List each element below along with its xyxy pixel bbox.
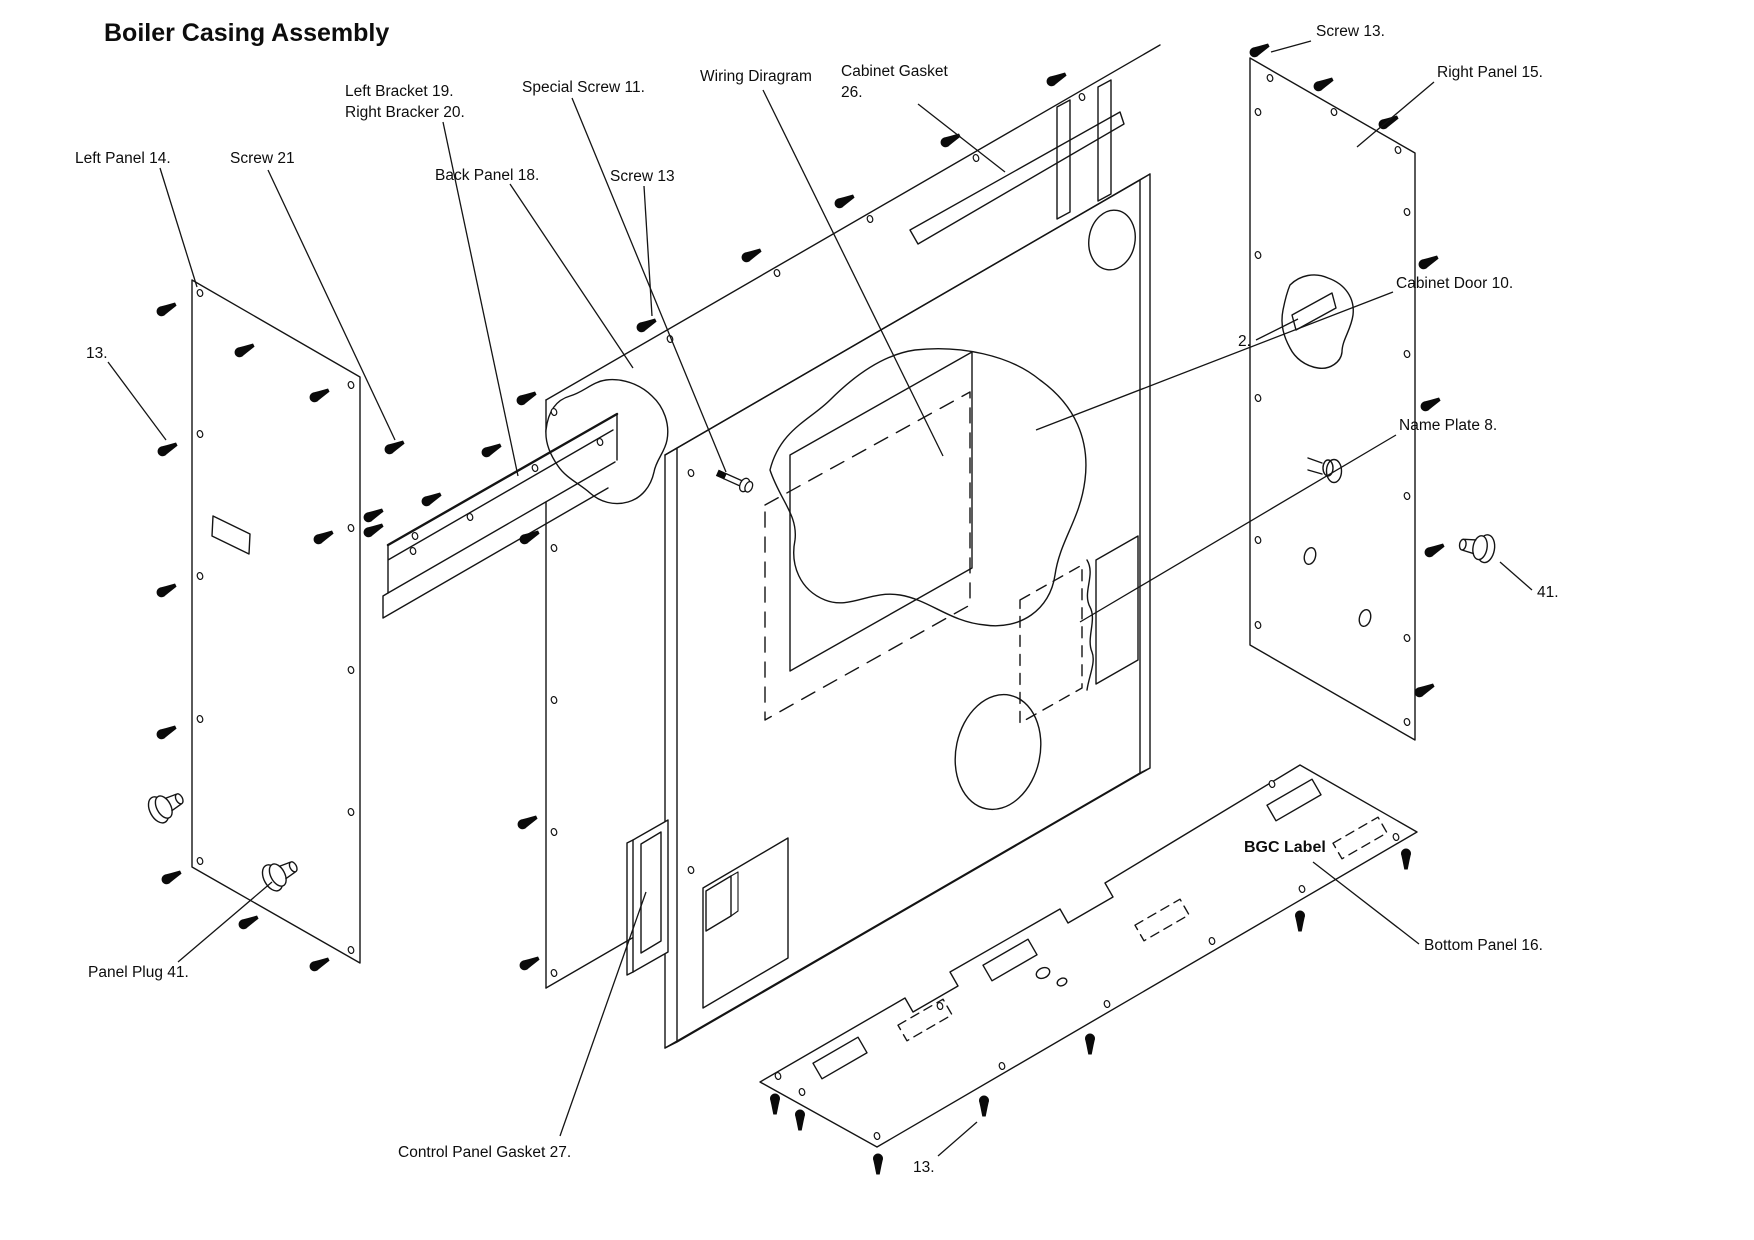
label-41: 41.: [1537, 584, 1559, 601]
label-wiring-diagram: Wiring Diragram: [700, 68, 812, 85]
label-cabinet-door: Cabinet Door 10.: [1396, 275, 1513, 292]
label-cabinet-gasket-1: Cabinet Gasket: [841, 63, 949, 80]
label-13-bottom: 13.: [913, 1159, 935, 1176]
right-panel: [1249, 57, 1416, 741]
label-right-panel: Right Panel 15.: [1437, 64, 1543, 81]
label-bgc: BGC Label: [1244, 839, 1326, 856]
control-panel-gasket: [626, 819, 669, 976]
label-bottom-panel: Bottom Panel 16.: [1424, 937, 1543, 954]
wiring-diagram-blob: [769, 348, 1087, 627]
mounting-bracket: [382, 412, 619, 619]
control-panel-opening: [702, 837, 789, 1009]
label-panel-plug: Panel Plug 41.: [88, 964, 189, 981]
labels: Boiler Casing Assembly Left Panel 14. Sc…: [75, 19, 1559, 1176]
label-right-bracket: Right Bracker 20.: [345, 104, 465, 121]
label-left-bracket: Left Bracket 19.: [345, 83, 454, 100]
label-screw-21: Screw 21: [230, 150, 295, 167]
cabinet-gasket: [909, 79, 1125, 245]
label-screw-13-top: Screw 13.: [1316, 23, 1385, 40]
label-control-panel-gasket: Control Panel Gasket 27.: [398, 1144, 571, 1161]
bottom-panel: [759, 764, 1418, 1148]
label-2: 2.: [1238, 333, 1251, 350]
label-13-left: 13.: [86, 345, 108, 362]
panel-grommet: [1307, 457, 1343, 484]
label-special-screw: Special Screw 11.: [522, 79, 645, 96]
label-screw-13-mid: Screw 13: [610, 168, 675, 185]
leader-lines: [107, 40, 1533, 1157]
left-panel: [191, 279, 361, 964]
wiring-diagram-sheet: [789, 351, 973, 672]
back-panel-break: [545, 378, 669, 505]
panel-cutout-2: [1281, 274, 1354, 369]
wiring-diagram-location: [764, 391, 971, 721]
label-cabinet-gasket-2: 26.: [841, 84, 863, 101]
label-name-plate: Name Plate 8.: [1399, 417, 1497, 434]
special-screw: [715, 469, 754, 493]
label-left-panel: Left Panel 14.: [75, 150, 171, 167]
label-back-panel: Back Panel 18.: [435, 167, 539, 184]
page-title: Boiler Casing Assembly: [104, 19, 389, 47]
cabinet-door: [664, 173, 1151, 1049]
name-plate: [1019, 535, 1139, 724]
